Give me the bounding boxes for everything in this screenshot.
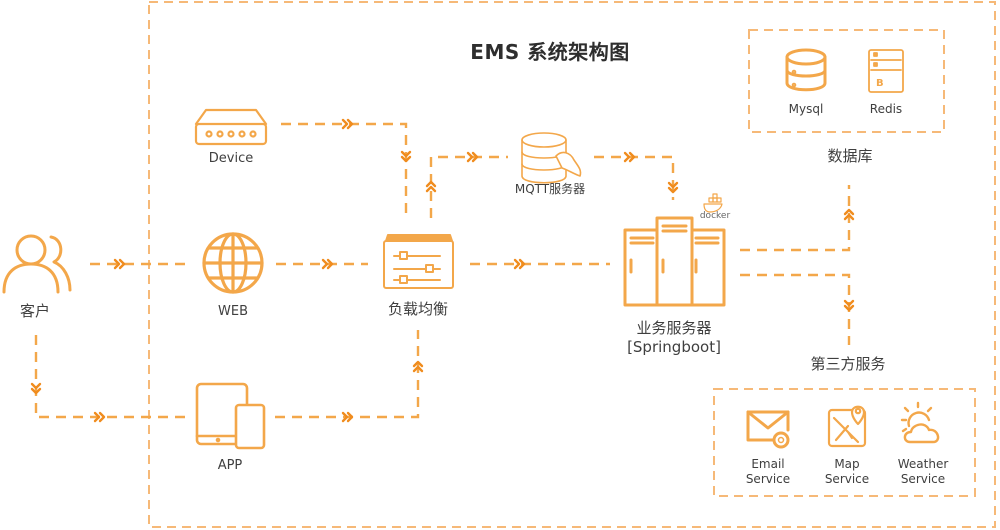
sliders-panel-icon bbox=[383, 234, 454, 289]
arrow-device-lb-right bbox=[341, 118, 354, 130]
svg-text:B: B bbox=[876, 78, 884, 89]
app-label: APP bbox=[217, 458, 243, 473]
map-pin-icon bbox=[827, 405, 867, 448]
business-server-sublabel: [Springboot] bbox=[627, 338, 721, 356]
email-service-line2: Service bbox=[745, 472, 791, 486]
email-gear-icon bbox=[746, 410, 790, 449]
mqtt-label: MQTT服务器 bbox=[514, 182, 586, 196]
link-lb-mqtt bbox=[429, 155, 508, 218]
arrow-mqtt-server-right bbox=[623, 151, 636, 163]
mysql-label: Mysql bbox=[788, 102, 824, 116]
globe-icon bbox=[202, 232, 264, 294]
tablet-phone-icon bbox=[195, 382, 266, 450]
email-service-line1: Email bbox=[751, 457, 785, 471]
diagram-title: EMS 系统架构图 bbox=[470, 40, 630, 64]
database-label: 数据库 bbox=[827, 147, 873, 165]
database-bird-icon bbox=[521, 132, 582, 184]
docker-label: docker bbox=[699, 211, 731, 221]
device-label: Device bbox=[208, 151, 254, 166]
email-service-label: Email Service bbox=[733, 457, 803, 487]
link-mqtt-server bbox=[594, 155, 675, 200]
arrow-client-app-down bbox=[30, 382, 42, 395]
link-server-3rd bbox=[740, 273, 851, 345]
link-device-lb bbox=[281, 122, 408, 218]
link-client-app bbox=[34, 335, 186, 419]
server-rack-icon bbox=[623, 216, 726, 307]
database-icon bbox=[785, 48, 827, 92]
link-server-db bbox=[740, 185, 851, 252]
weather-service-label: Weather Service bbox=[888, 457, 958, 487]
load-balancer-label: 负载均衡 bbox=[387, 300, 448, 318]
weather-service-line1: Weather bbox=[897, 457, 949, 471]
router-icon bbox=[194, 108, 268, 146]
arrow-lb-mqtt-right bbox=[466, 151, 479, 163]
arrow-lb-server bbox=[513, 258, 526, 270]
weather-service-line2: Service bbox=[900, 472, 946, 486]
map-service-label: Map Service bbox=[812, 457, 882, 487]
third-party-group-box bbox=[713, 388, 976, 497]
database-group-box bbox=[748, 29, 945, 133]
client-label: 客户 bbox=[19, 302, 50, 320]
redis-server-icon: B bbox=[868, 49, 904, 93]
sun-cloud-icon bbox=[900, 401, 940, 444]
arrow-web-lb bbox=[321, 258, 334, 270]
map-service-line2: Service bbox=[824, 472, 870, 486]
web-label: WEB bbox=[218, 304, 248, 319]
users-icon bbox=[2, 234, 72, 294]
arrow-lb-mqtt-up bbox=[425, 180, 437, 193]
business-server-label: 业务服务器 bbox=[636, 319, 712, 337]
map-service-line1: Map bbox=[834, 457, 860, 471]
redis-label: Redis bbox=[869, 102, 903, 116]
link-app-lb bbox=[275, 330, 420, 419]
third-party-label: 第三方服务 bbox=[810, 355, 886, 373]
docker-whale-icon bbox=[703, 193, 723, 213]
